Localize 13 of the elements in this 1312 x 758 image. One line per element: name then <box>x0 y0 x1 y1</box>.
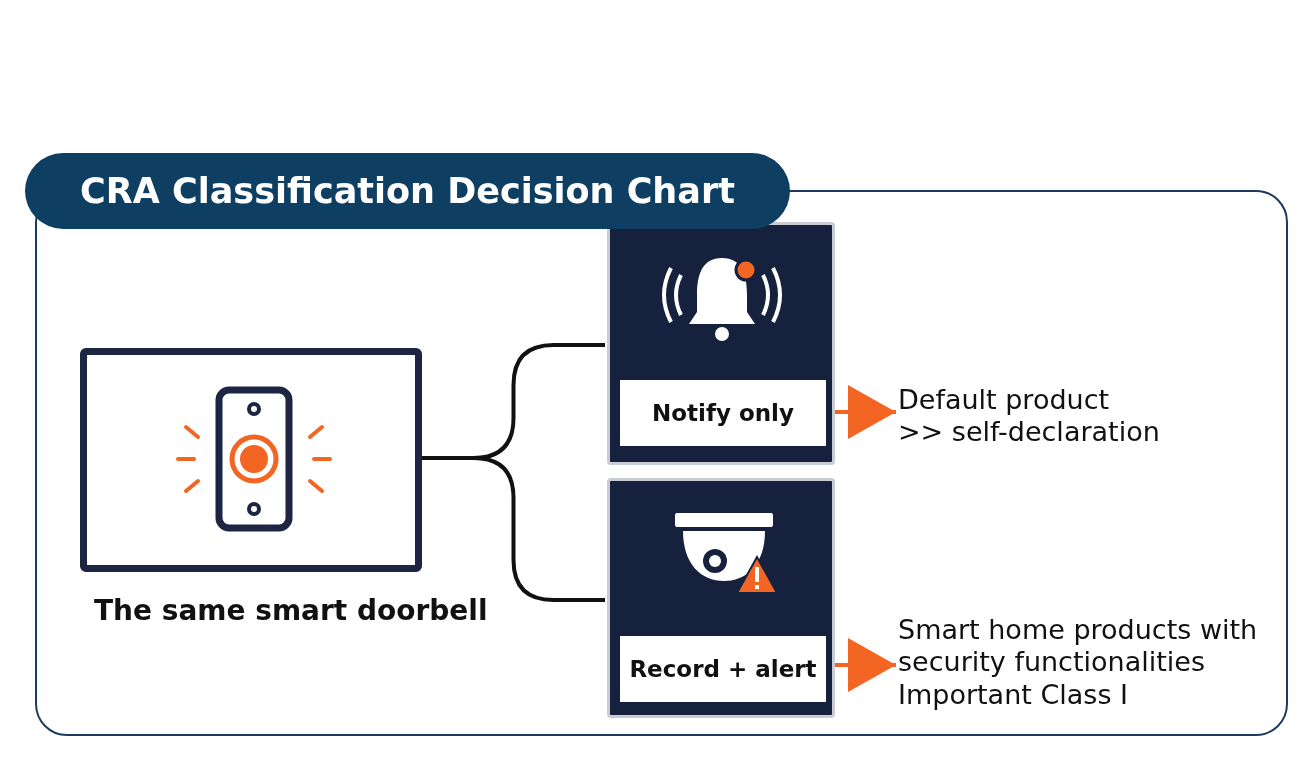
result-text: Smart home products with security functionalities <box>898 614 1258 679</box>
arrow <box>835 638 896 692</box>
option-card <box>607 478 835 718</box>
connector-line <box>422 456 605 602</box>
result-text: Important Class I <box>898 678 1129 712</box>
result-text: Default product <box>898 384 1111 417</box>
title-banner: CRA Classification Decision Chart <box>25 153 790 229</box>
node-label: The same smart doorbell <box>94 594 488 627</box>
option-card <box>607 222 835 465</box>
result-text: >> self-declaration <box>898 416 1161 449</box>
option-label: Record + alert <box>620 636 826 702</box>
option-label: Notify only <box>620 380 826 446</box>
arrow <box>835 385 896 439</box>
